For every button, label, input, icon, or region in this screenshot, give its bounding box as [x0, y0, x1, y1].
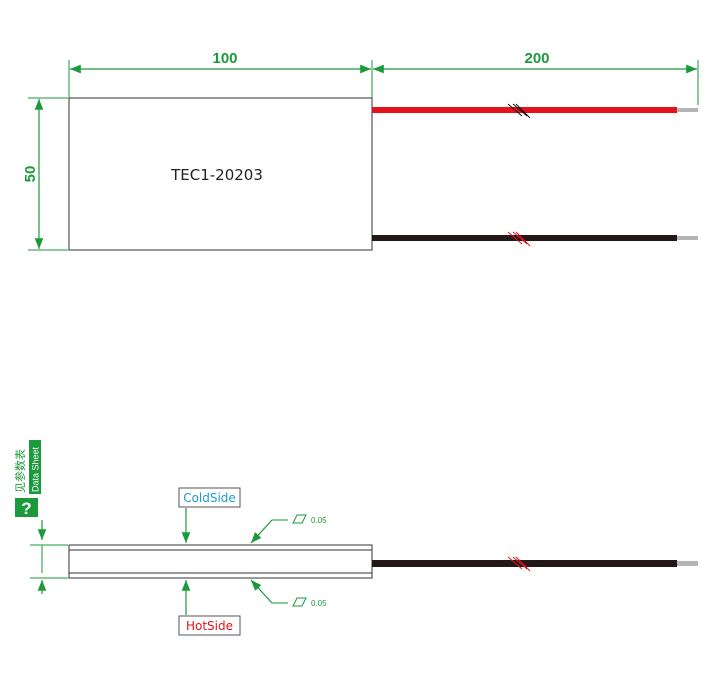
- question-icon-glyph: ?: [21, 499, 31, 518]
- red-wire-tip: [677, 108, 698, 112]
- width-dimension: 100: [212, 50, 237, 67]
- flatness-top: 0.05: [311, 516, 327, 525]
- break-mark: [515, 556, 531, 572]
- black-wire-tip: [677, 236, 698, 240]
- flatness-arrow-top: [250, 519, 273, 544]
- red-wire: [372, 107, 677, 113]
- break-mark: [507, 103, 523, 117]
- break-mark: [515, 103, 531, 119]
- break-mark: [512, 231, 528, 245]
- thickness-note-cn: 见参数表: [13, 449, 27, 493]
- break-mark: [507, 556, 523, 570]
- height-dimension: 50: [22, 166, 39, 183]
- break-mark: [515, 231, 531, 247]
- hot-side-label: HotSide: [186, 619, 233, 633]
- black-wire: [372, 235, 677, 241]
- thickness-note-en: Data Sheet: [31, 446, 41, 492]
- flatness-symbol-icon: [292, 514, 307, 524]
- question-icon: [15, 498, 38, 517]
- side-view: ? 见参数表 Data Sheet ColdSide HotSide 0.05: [13, 440, 698, 636]
- model-number: TEC1-20203: [170, 166, 263, 184]
- break-mark: [512, 103, 528, 117]
- side-wire: [372, 560, 677, 567]
- flatness-symbol-icon: [292, 597, 307, 607]
- break-mark: [507, 231, 523, 245]
- flatness-bottom: 0.05: [311, 599, 327, 608]
- top-view: 100 200 50 TEC1-20203: [22, 50, 699, 251]
- break-mark: [512, 556, 528, 570]
- data-sheet-badge: [29, 440, 41, 494]
- lead-dimension: 200: [524, 50, 549, 67]
- module-body: [68, 97, 373, 251]
- cold-side-label: ColdSide: [183, 491, 236, 505]
- side-wire-tip: [677, 561, 698, 566]
- cold-side-box: [178, 487, 241, 508]
- hot-side-box: [178, 615, 241, 636]
- flatness-arrow-bottom: [250, 579, 273, 604]
